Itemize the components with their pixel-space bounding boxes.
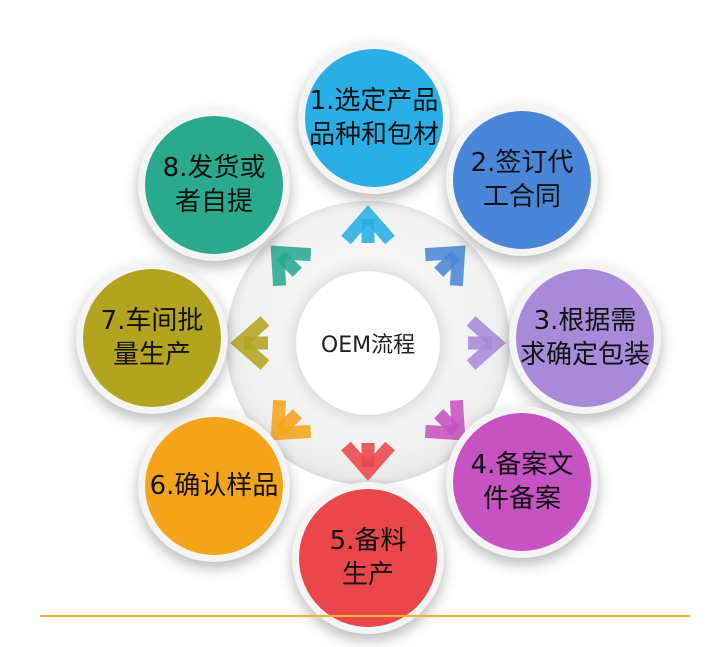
step-label-line: 5.备料 (329, 526, 407, 556)
step-node-fill: 4.备案文件备案 (453, 413, 591, 551)
step-label-line: 者自提 (174, 187, 253, 217)
step-label-line: 求确定包装 (519, 340, 650, 370)
center-disc: OEM流程 (296, 271, 440, 415)
arrow-icon-7 (230, 316, 270, 370)
step-node-fill: 2.签订代工合同 (453, 111, 591, 249)
step-label-line: 1.选定产品 (309, 86, 439, 116)
step-node-3: 3.根据需求确定包装 (509, 262, 661, 414)
step-node-6: 6.确认样品 (138, 410, 290, 562)
step-node-8: 8.发货或者自提 (138, 109, 290, 261)
arrow-icon-5 (341, 441, 395, 481)
step-label-line: 2.签订代 (470, 148, 574, 178)
arrow-icon-1 (341, 205, 395, 245)
step-label-line: 件备案 (482, 484, 561, 514)
step-label-line: 6.确认样品 (149, 471, 279, 501)
step-node-2: 2.签订代工合同 (446, 104, 598, 256)
arrow-icon-3 (466, 316, 506, 370)
step-label-line: 4.备案文 (470, 450, 574, 480)
arrow-icon-2 (424, 245, 466, 287)
arrow-icon-4 (424, 399, 466, 441)
step-label-line: 工合同 (482, 182, 561, 212)
step-label-line: 8.发货或 (162, 153, 266, 183)
step-node-7: 7.车间批量生产 (76, 262, 228, 414)
step-node-4: 4.备案文件备案 (446, 406, 598, 558)
step-node-fill: 8.发货或者自提 (145, 116, 283, 254)
step-node-fill: 5.备料生产 (299, 489, 437, 627)
step-node-5: 5.备料生产 (292, 482, 444, 634)
arrow-icon-8 (270, 245, 312, 287)
step-node-fill: 1.选定产品品种和包材 (305, 49, 443, 187)
step-node-1: 1.选定产品品种和包材 (298, 42, 450, 194)
step-label-line: 量生产 (112, 340, 191, 370)
arrow-icon-6 (270, 399, 312, 441)
step-node-fill: 7.车间批量生产 (83, 269, 221, 407)
step-label-line: 生产 (341, 560, 394, 590)
step-node-fill: 6.确认样品 (145, 417, 283, 555)
center-label: OEM流程 (320, 333, 416, 358)
bottom-rule (40, 615, 690, 617)
step-label-line: 3.根据需 (533, 306, 637, 336)
step-label-line: 品种和包材 (308, 120, 439, 150)
step-node-fill: 3.根据需求确定包装 (516, 269, 654, 407)
step-label-line: 7.车间批 (100, 306, 204, 336)
